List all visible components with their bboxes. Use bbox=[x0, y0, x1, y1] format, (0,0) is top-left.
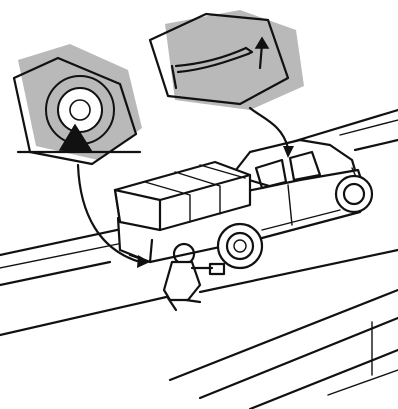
callout-wheel-chock bbox=[14, 44, 142, 164]
pickup-truck bbox=[115, 140, 372, 268]
person-placing-chock bbox=[164, 244, 224, 310]
callout-parking-brake bbox=[150, 10, 304, 110]
